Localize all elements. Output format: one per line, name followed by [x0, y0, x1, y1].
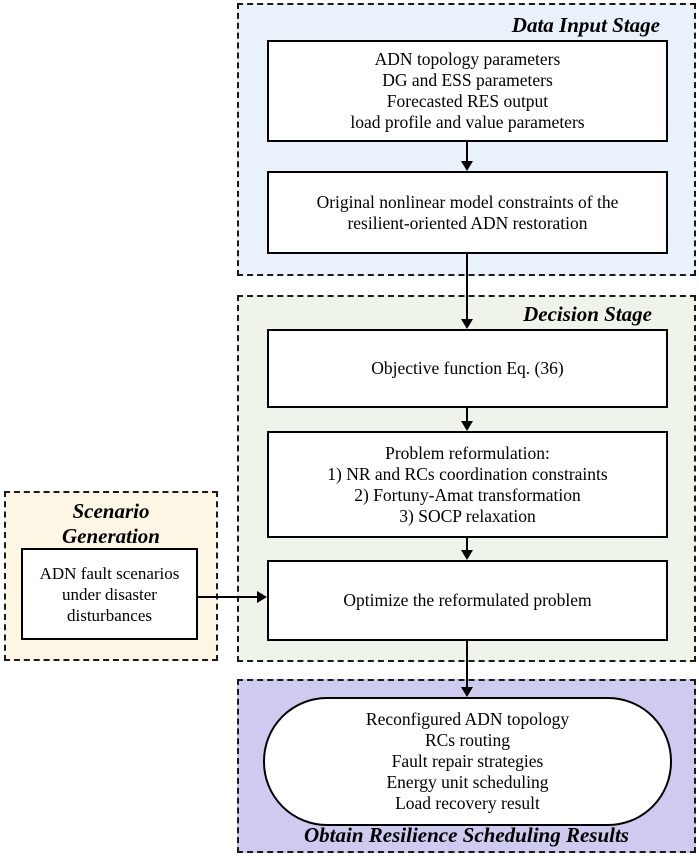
scenario-generation-title: Scenario Generation	[6, 499, 216, 549]
model-line: resilient-oriented ADN restoration	[347, 212, 588, 233]
model-line: Original nonlinear model constraints of …	[316, 191, 619, 212]
optimize-box: Optimize the reformulated problem	[267, 560, 668, 641]
scenario-title-line: Scenario	[72, 499, 150, 523]
data-input-stage-title: Data Input Stage	[511, 13, 660, 37]
objective-function-text: Objective function Eq. (36)	[371, 358, 564, 378]
reformulation-line: 2) Fortuny-Amat transformation	[354, 484, 581, 505]
result-line: Reconfigured ADN topology	[365, 709, 570, 729]
result-line: RCs routing	[424, 730, 511, 750]
scenario-title-line: Generation	[61, 524, 160, 548]
input-param-line: ADN topology parameters	[374, 49, 561, 69]
reformulation-line: 1) NR and RCs coordination constraints	[327, 463, 608, 484]
results-stage-title: Obtain Resilience Scheduling Results	[304, 823, 629, 847]
input-param-line: DG and ESS parameters	[382, 70, 553, 90]
reformulation-line: 3) SOCP relaxation	[399, 505, 536, 526]
result-line: Load recovery result	[395, 793, 540, 813]
nonlinear-model-box: Original nonlinear model constraints of …	[267, 171, 668, 254]
optimize-text: Optimize the reformulated problem	[343, 590, 592, 610]
input-param-line: Forecasted RES output	[386, 91, 549, 111]
problem-reformulation-box: Problem reformulation: 1) NR and RCs coo…	[267, 431, 668, 538]
result-line: Fault repair strategies	[391, 751, 544, 771]
fault-scenarios-box: ADN fault scenarios under disaster distu…	[21, 548, 198, 640]
results-terminal-box: Reconfigured ADN topology RCs routing Fa…	[263, 697, 672, 826]
fault-scenario-line: under disaster	[62, 584, 157, 604]
decision-stage-title: Decision Stage	[523, 302, 652, 326]
input-parameters-box: ADN topology parameters DG and ESS param…	[267, 40, 668, 142]
result-line: Energy unit scheduling	[386, 772, 549, 792]
fault-scenario-line: ADN fault scenarios	[39, 563, 180, 583]
input-param-line: load profile and value parameters	[350, 112, 585, 132]
fault-scenario-line: disturbances	[67, 605, 152, 625]
reformulation-line: Problem reformulation:	[385, 442, 550, 463]
objective-function-box: Objective function Eq. (36)	[267, 329, 668, 408]
